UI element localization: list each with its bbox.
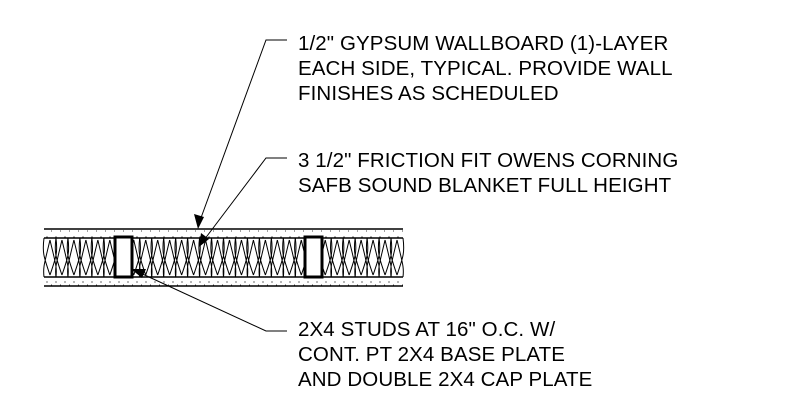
gypsum-board-top	[44, 228, 403, 239]
insulation-lobe	[186, 237, 201, 278]
insulation-lobe	[353, 237, 369, 278]
leader-gypsum	[194, 39, 287, 229]
insulation-lobe	[282, 237, 297, 278]
insulation-lobe	[150, 237, 165, 278]
gypsum-board-bottom	[44, 276, 403, 287]
insulation-lobe	[365, 237, 381, 278]
note-line: EACH SIDE, TYPICAL. PROVIDE WALL	[298, 57, 673, 80]
note-line: 3 1/2" FRICTION FIT OWENS CORNING	[298, 149, 679, 172]
note-line: AND DOUBLE 2X4 CAP PLATE	[298, 368, 593, 391]
insulation-batt	[42, 237, 405, 278]
note-line: CONT. PT 2X4 BASE PLATE	[298, 343, 565, 366]
note-line: FINISHES AS SCHEDULED	[298, 82, 559, 105]
insulation-lobe	[42, 237, 58, 278]
insulation-lobe	[90, 237, 106, 278]
insulation-lobe	[174, 237, 189, 278]
insulation-lobe	[78, 237, 94, 278]
stud	[303, 235, 324, 279]
stud	[113, 235, 134, 279]
insulation-lobe	[210, 237, 225, 278]
note-line: SAFB SOUND BLANKET FULL HEIGHT	[298, 174, 672, 197]
insulation-lobe	[222, 237, 237, 278]
insulation-lobe	[258, 237, 273, 278]
insulation-lobe	[66, 237, 82, 278]
wood-studs	[113, 235, 324, 279]
insulation-lobe	[246, 237, 261, 278]
insulation-lobe	[54, 237, 70, 278]
note-studs: 2X4 STUDS AT 16" O.C. W/ CONT. PT 2X4 BA…	[298, 317, 592, 392]
leader-studs	[131, 269, 287, 332]
insulation-lobe	[389, 237, 405, 278]
note-line: 2X4 STUDS AT 16" O.C. W/	[298, 318, 556, 341]
insulation-lobe	[162, 237, 177, 278]
leader-insulation	[199, 157, 287, 247]
insulation-lobe	[270, 237, 285, 278]
note-sound-blanket: 3 1/2" FRICTION FIT OWENS CORNING SAFB S…	[298, 148, 678, 198]
insulation-lobe	[341, 237, 357, 278]
insulation-lobe	[234, 237, 249, 278]
insulation-lobe	[329, 237, 345, 278]
insulation-lobe	[377, 237, 393, 278]
note-gypsum-wallboard: 1/2" GYPSUM WALLBOARD (1)-LAYER EACH SID…	[298, 31, 673, 106]
note-line: 1/2" GYPSUM WALLBOARD (1)-LAYER	[298, 32, 669, 55]
